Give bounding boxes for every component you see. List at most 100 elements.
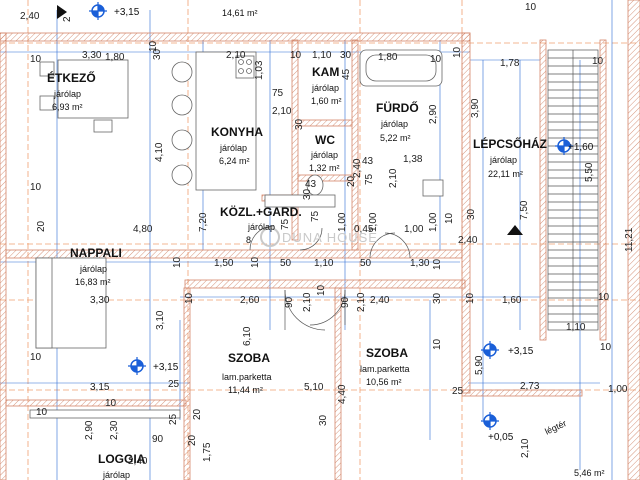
dimension-label: 2,90 [84, 420, 95, 440]
room-lepcsohaz-name: LÉPCSŐHÁZ [473, 136, 547, 151]
dimension-label: 2,40 [352, 158, 363, 178]
dimension-label: 1,10 [566, 322, 586, 333]
dimension-label: 30 [302, 188, 313, 200]
dimension-label: 20 [346, 175, 357, 187]
room-szoba2-name: SZOBA [366, 346, 408, 360]
dimension-label: 50 [280, 258, 292, 269]
door-swings [249, 225, 411, 331]
dimension-label: 10 [36, 407, 48, 418]
dimension-label: 11,21 [624, 227, 635, 252]
room-wc-name: WC [315, 133, 335, 147]
dimension-label: 1,00 [337, 212, 348, 232]
dimension-label: 1,80 [378, 52, 398, 63]
dimension-label: 30 [466, 208, 477, 220]
legter-label: légtér [543, 418, 568, 437]
dimension-label: 1,00 [404, 224, 424, 235]
chair [93, 119, 113, 133]
dimension-label: 10 [184, 292, 195, 304]
bar-stool [171, 164, 193, 186]
room-etkezo-area: 6,93 m² [52, 102, 83, 112]
dimension-label: 2,10 [302, 292, 313, 312]
dimension-label: 75 [364, 173, 375, 185]
dimension-label: 75 [310, 210, 321, 222]
dimension-label: 90 [340, 296, 351, 308]
room-furdo-area: 5,22 m² [380, 133, 411, 143]
dimension-label: 10 [148, 40, 159, 52]
dimension-label: 10 [452, 46, 463, 58]
room-wc-area: 1,32 m² [309, 163, 340, 173]
room-kam-name: KAM [312, 65, 339, 79]
room-kozl-area: 8 [246, 235, 251, 245]
dimension-label: 10 [525, 2, 537, 13]
dimension-label: 5,50 [584, 162, 595, 182]
room-szoba2-floor: lam.parketta [360, 364, 410, 374]
dimension-label: 1,78 [500, 58, 520, 69]
dimension-label: 1,30 [410, 258, 430, 269]
dimension-label: 3,90 [470, 98, 481, 118]
dining-table [57, 59, 129, 119]
dimension-label: 90 [284, 296, 295, 308]
room-nappali-floor: járólap [79, 264, 107, 274]
dimension-label: 10 [105, 398, 117, 409]
dimension-label: 2,40 [128, 456, 148, 467]
room-etkezo-floor: járólap [53, 89, 81, 99]
dimension-label: 1,10 [312, 50, 332, 61]
dimension-label: 90 [152, 434, 164, 445]
room-lepcsohaz-area: 22,11 m² [488, 169, 523, 179]
level-bottom: +0,05 [488, 432, 514, 443]
dimension-label: 4,10 [154, 142, 165, 162]
room-nappali-name: NAPPALI [70, 246, 122, 260]
dimension-label: 3,30 [82, 50, 102, 61]
chair [39, 95, 55, 111]
dimension-label: 2,40 [20, 11, 40, 22]
room-konyha-area: 6,24 m² [219, 156, 250, 166]
loggia-rail [29, 409, 181, 419]
dimension-label: 3,10 [155, 310, 166, 330]
level-marker-icon [480, 411, 500, 431]
dimension-label: 75 [272, 88, 284, 99]
dimension-label: 2,73 [520, 381, 540, 392]
dimension-label: 10 [290, 50, 302, 61]
dimension-label: 30 [294, 118, 305, 130]
room-furdo-floor: járólap [380, 119, 408, 129]
dimension-label: 10 [592, 56, 604, 67]
dimension-label: 25 [452, 386, 464, 397]
dimension-label: 75 [280, 218, 291, 230]
dimension-label: 7,50 [519, 200, 530, 220]
top-room-area: 14,61 m² [222, 8, 258, 18]
dimension-label: 10 [316, 284, 327, 296]
dimension-label: 43 [305, 179, 317, 190]
dimension-label: 10 [30, 352, 42, 363]
room-kozl-name: KÖZL.+GARD. [220, 204, 302, 219]
room-szoba1-name: SZOBA [228, 351, 270, 365]
dimension-label: 1,00 [608, 384, 628, 395]
dimension-label: 3,30 [90, 295, 110, 306]
dimension-label: 7,20 [198, 212, 209, 232]
dimension-label: 2,60 [240, 295, 260, 306]
chair [39, 61, 55, 77]
fixtures [29, 49, 444, 419]
dimension-label: 1,38 [403, 154, 423, 165]
dimension-label: 1,10 [314, 258, 334, 269]
dimension-label: 10 [465, 292, 476, 304]
dimension-label: 2,10 [272, 106, 292, 117]
dimension-label: 10 [430, 54, 442, 65]
room-loggia-name: LOGGIA [98, 452, 146, 466]
room-szoba1-floor: lam.parketta [222, 372, 272, 382]
bottom-right-area: 5,46 m² [574, 468, 605, 478]
dimension-label: 6,10 [242, 326, 253, 346]
dimension-label: 1,60 [502, 295, 522, 306]
level-marker-icon [127, 356, 147, 376]
dimension-label: 4,40 [337, 384, 348, 404]
dimension-label: 10 [432, 258, 443, 270]
room-szoba1-area: 11,44 m² [228, 385, 263, 395]
dimension-label: 2 [62, 16, 73, 22]
dimension-label: 2,40 [370, 295, 390, 306]
dimension-label: 1,75 [202, 442, 213, 462]
dimension-label: 10 [30, 182, 42, 193]
dimension-label: 25 [168, 379, 180, 390]
dimension-label: 20 [192, 408, 203, 420]
room-lepcsohaz-floor: járólap [489, 155, 517, 165]
room-wc-floor: járólap [310, 150, 338, 160]
